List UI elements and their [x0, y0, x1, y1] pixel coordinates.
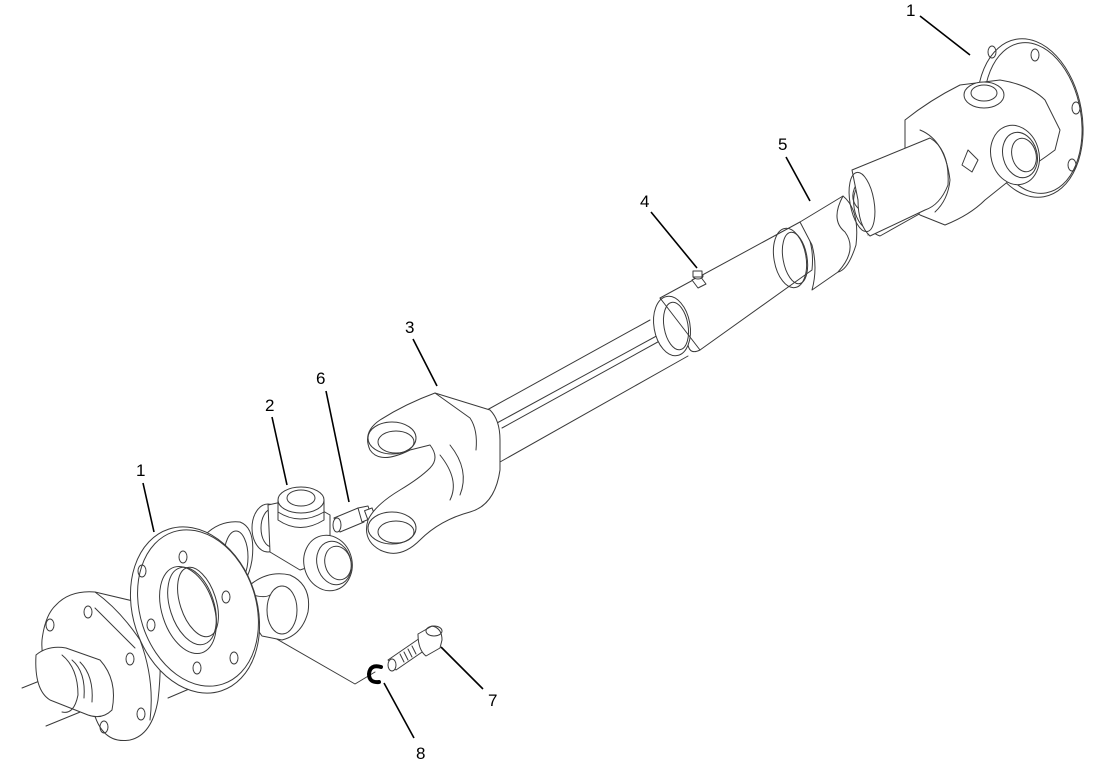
flange-yoke-right	[848, 38, 1084, 237]
callout-2: 2	[265, 396, 275, 415]
flange-yoke-left	[129, 521, 376, 699]
grease-fitting-sleeve	[691, 270, 707, 289]
leader-4	[650, 211, 698, 269]
leader-1-right	[919, 15, 971, 56]
leader-1-left	[142, 482, 155, 533]
leader-3	[412, 338, 438, 387]
callout-1-left: 1	[136, 461, 146, 480]
callout-1-right: 1	[906, 1, 916, 20]
lock-washer	[366, 664, 383, 685]
leader-lines	[142, 15, 971, 739]
cap-screw	[387, 625, 443, 672]
mating-flange-left	[21, 591, 161, 742]
callout-8: 8	[416, 744, 426, 763]
callout-6: 6	[316, 369, 326, 388]
journal-cross	[251, 486, 353, 592]
callout-7: 7	[488, 691, 498, 710]
slip-yoke	[366, 319, 689, 554]
leader-6	[325, 390, 350, 503]
leader-5	[785, 156, 811, 202]
leader-8	[383, 682, 415, 739]
callout-3: 3	[405, 318, 415, 337]
callout-4: 4	[640, 192, 650, 211]
leader-2	[271, 416, 288, 486]
slip-joint-sleeve	[653, 221, 813, 357]
callout-5: 5	[778, 135, 788, 154]
leader-7	[440, 646, 484, 690]
